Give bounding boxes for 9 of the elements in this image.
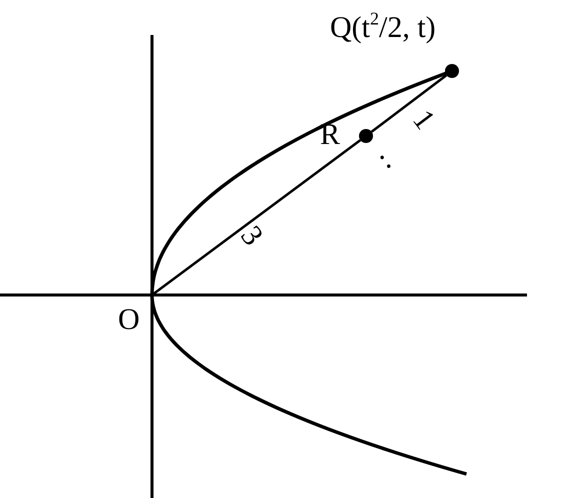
line-segment [151, 139, 362, 296]
point-label: O [118, 305, 140, 335]
edge-label: 3 [234, 220, 268, 250]
edge-label: 1 [406, 104, 440, 135]
point-dot [445, 64, 459, 78]
line-segment [370, 74, 448, 133]
ratio-colon: : [372, 146, 397, 174]
point-label: Q(t$^{2}$/2, t) [330, 13, 436, 43]
point-dot [359, 129, 373, 143]
